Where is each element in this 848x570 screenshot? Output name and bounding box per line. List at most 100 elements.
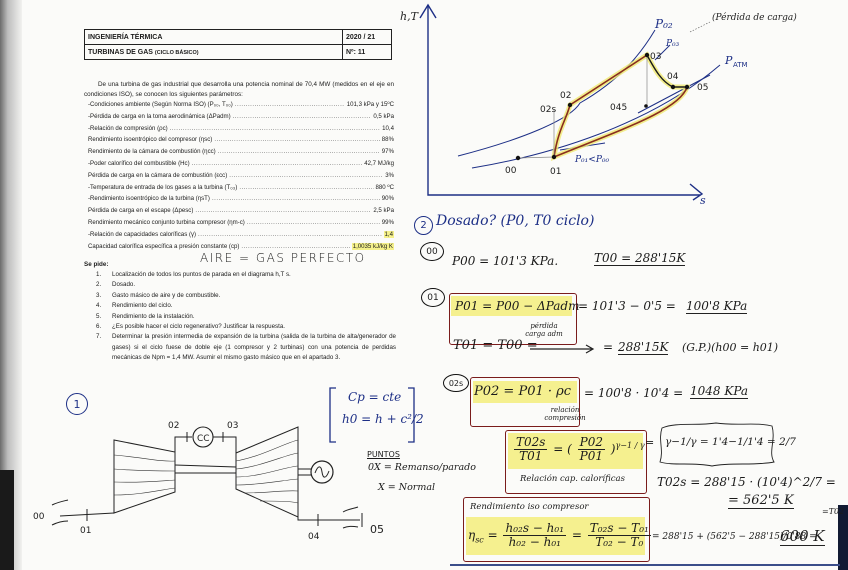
task-item: 5.Rendimiento de la instalación. [96, 312, 195, 320]
param-row: -Relación de capacidades caloríficas (γ)… [88, 230, 394, 243]
task-item: 3.Gasto másico de aire y de combustible. [96, 291, 221, 299]
svg-text:05: 05 [697, 83, 708, 93]
svg-text:ATM: ATM [733, 61, 748, 69]
bottom-rule [450, 564, 840, 566]
p02-formula: P02 = P01 · ρc [474, 384, 572, 399]
t01-formula: T01 = T00 = [453, 338, 538, 353]
course-year: 2020 / 21 [342, 29, 392, 45]
t01-value: 288'15K [618, 340, 669, 355]
problem-intro: De una turbina de gas industrial que des… [84, 81, 394, 98]
param-row: -Relación de compresión (ρc)10,4 [88, 125, 394, 137]
svg-text:P: P [724, 54, 733, 67]
highlight [508, 433, 643, 469]
p02-formula-box [470, 377, 580, 427]
param-row: -Pérdida de carga en la toma aerodinámic… [88, 113, 394, 125]
param-row: Rendimiento de la cámara de combustión (… [88, 148, 394, 160]
p01-formula: P01 = P00 − ΔPadm [455, 299, 580, 313]
svg-text:045: 045 [610, 103, 627, 113]
cloud-bubble [659, 422, 775, 467]
param-row: Rendimiento mecánico conjunto turbina co… [88, 219, 394, 231]
param-row: Pérdida de carga en la cámara de combust… [88, 172, 394, 184]
svg-text:05: 05 [370, 523, 384, 536]
compression-ratio-note: relación compresión [544, 406, 586, 422]
efficiency-formula-box [463, 497, 650, 562]
highlight [451, 296, 572, 316]
section-2-marker: 2 [414, 216, 433, 235]
p01-formula-box [449, 293, 577, 345]
highlight [473, 381, 577, 403]
t02-calc: = 288'15 + (562'5 − 288'15)/0'88 = [652, 532, 817, 542]
param-row: Capacidad calorífica específica a presió… [88, 242, 394, 255]
equals-arrow: = [645, 436, 655, 449]
highlighted-value: 1,4 [383, 230, 394, 238]
scan-page-edge [0, 0, 22, 570]
arrow-icon [530, 344, 595, 354]
problem-number: Nº: 11 [342, 44, 392, 60]
t02-superscript: =T02 [822, 507, 845, 516]
handwritten-air-note: AIRE = GAS PERFECTO [200, 251, 366, 265]
svg-text:03: 03 [650, 52, 661, 62]
t02s-formula-box [505, 430, 647, 494]
state-00-tag: 00 [420, 242, 444, 261]
svg-text:P₀₁<P₀₀: P₀₁<P₀₀ [574, 155, 609, 165]
pressure-loss-note: pérdida carga adm [525, 322, 563, 338]
x-axis-label: s [700, 194, 706, 207]
task-item: 1.Localización de todos los puntos de pa… [96, 271, 291, 278]
svg-text:02: 02 [168, 421, 179, 431]
p00-value: P00 = 101'3 KPa. [452, 254, 559, 268]
svg-text:P₀₂: P₀₂ [654, 17, 673, 31]
param-row: -Poder calorífico del combustible (Hc)42… [88, 160, 394, 172]
p01-value: 100'8 KPa [686, 299, 748, 314]
gamma-ratio-note: Relación cap. caloríficas [520, 474, 625, 484]
param-row: -Condiciones ambiente (Según Norma ISO) … [88, 101, 394, 113]
t02-value: 600 K [780, 527, 825, 546]
stagnation-enthalpy: h0 = h + c²/2 [342, 412, 424, 426]
parameter-list: -Condiciones ambiente (Según Norma ISO) … [88, 101, 394, 254]
task-item: 2.Dosado. [96, 281, 136, 289]
svg-text:P₀₃: P₀₃ [665, 39, 680, 49]
svg-text:CC: CC [197, 434, 210, 444]
scan-shadow [0, 470, 14, 570]
param-row: -Temperatura de entrada de los gases a l… [88, 184, 394, 196]
svg-text:03: 03 [227, 421, 238, 431]
task-item: 6.¿Es posible hacer el ciclo regenerativ… [96, 323, 285, 331]
t00-value: T00 = 288'15K [594, 251, 686, 266]
document-header: INGENIERÍA TÉRMICA 2020 / 21 TURBINAS DE… [84, 29, 392, 60]
svg-text:00: 00 [33, 512, 45, 522]
p02-value: 1048 KPa [690, 384, 749, 399]
svg-text:(Pérdida de carga): (Pérdida de carga) [712, 12, 797, 23]
puntos-normal: X = Normal [378, 482, 436, 493]
ts-diagram: h,T s P₀₂ P₀₃ P ATM (Pérdida de carga) 0… [400, 3, 797, 207]
task-item: 7.Determinar la presión intermedia de ex… [96, 333, 396, 362]
svg-text:04: 04 [667, 72, 679, 82]
efficiency-title: Rendimiento iso compresor [470, 502, 589, 512]
y-axis-label: h,T [400, 10, 420, 23]
section-1-marker: 1 [66, 393, 88, 415]
param-row: Pérdida de carga en el escape (Δpesc)2,5… [88, 207, 394, 219]
topic-title: TURBINAS DE GAS (CICLO BÁSICO) [84, 44, 343, 60]
t01-note: (G.P.)(h00 = h01) [682, 341, 779, 354]
gas-turbine-schematic: CC 02 03 00 01 04 05 [33, 421, 384, 542]
equals: = [603, 340, 614, 354]
tasks-heading: Se pide: [84, 261, 109, 268]
param-row: -Rendimiento isoentrópico de la turbina … [88, 195, 394, 207]
svg-text:02: 02 [560, 91, 571, 101]
svg-text:04: 04 [308, 532, 320, 542]
cp-constant: Cp = cte [348, 390, 402, 404]
svg-text:00: 00 [505, 166, 517, 176]
svg-text:02s: 02s [540, 105, 556, 115]
p01-calc: = 101'3 − 0'5 = [578, 299, 676, 313]
svg-text:01: 01 [80, 526, 91, 536]
exponent-calc: γ−1/γ = 1'4−1/1'4 = 2/7 [665, 436, 796, 448]
scan-shadow-right [838, 505, 848, 570]
highlighted-value: 1,0035 kJ/kg K [351, 242, 394, 250]
p02-calc: = 100'8 · 10'4 = [584, 386, 684, 400]
puntos-title: PUNTOS [367, 450, 400, 459]
formula-bracket [329, 387, 415, 443]
t02s-value: = 562'5 K [728, 493, 794, 509]
svg-text:01: 01 [550, 167, 561, 177]
puntos-stagnation: 0X = Remanso/parado [368, 462, 476, 473]
t02s-calc: T02s = 288'15 · (10'4)^2/7 = [657, 475, 836, 489]
